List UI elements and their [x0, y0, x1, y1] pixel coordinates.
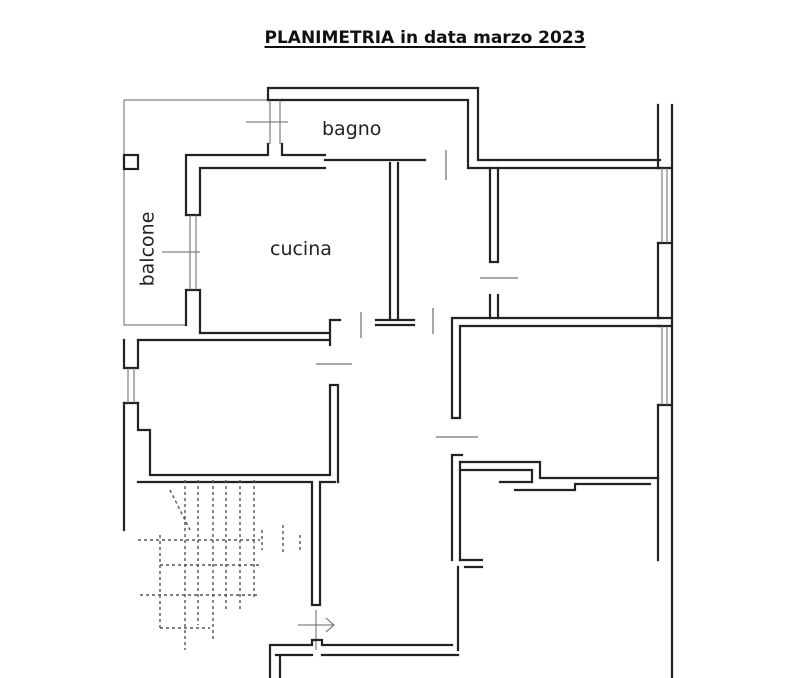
plan-title: PLANIMETRIA in data marzo 2023: [264, 28, 586, 48]
balcony-post: [122, 153, 140, 171]
room-label-bagno: bagno: [322, 118, 382, 140]
room-label-cucina: cucina: [270, 238, 332, 260]
room-label-balcone: balcone: [136, 211, 159, 287]
balcony-outline: [123, 99, 268, 326]
